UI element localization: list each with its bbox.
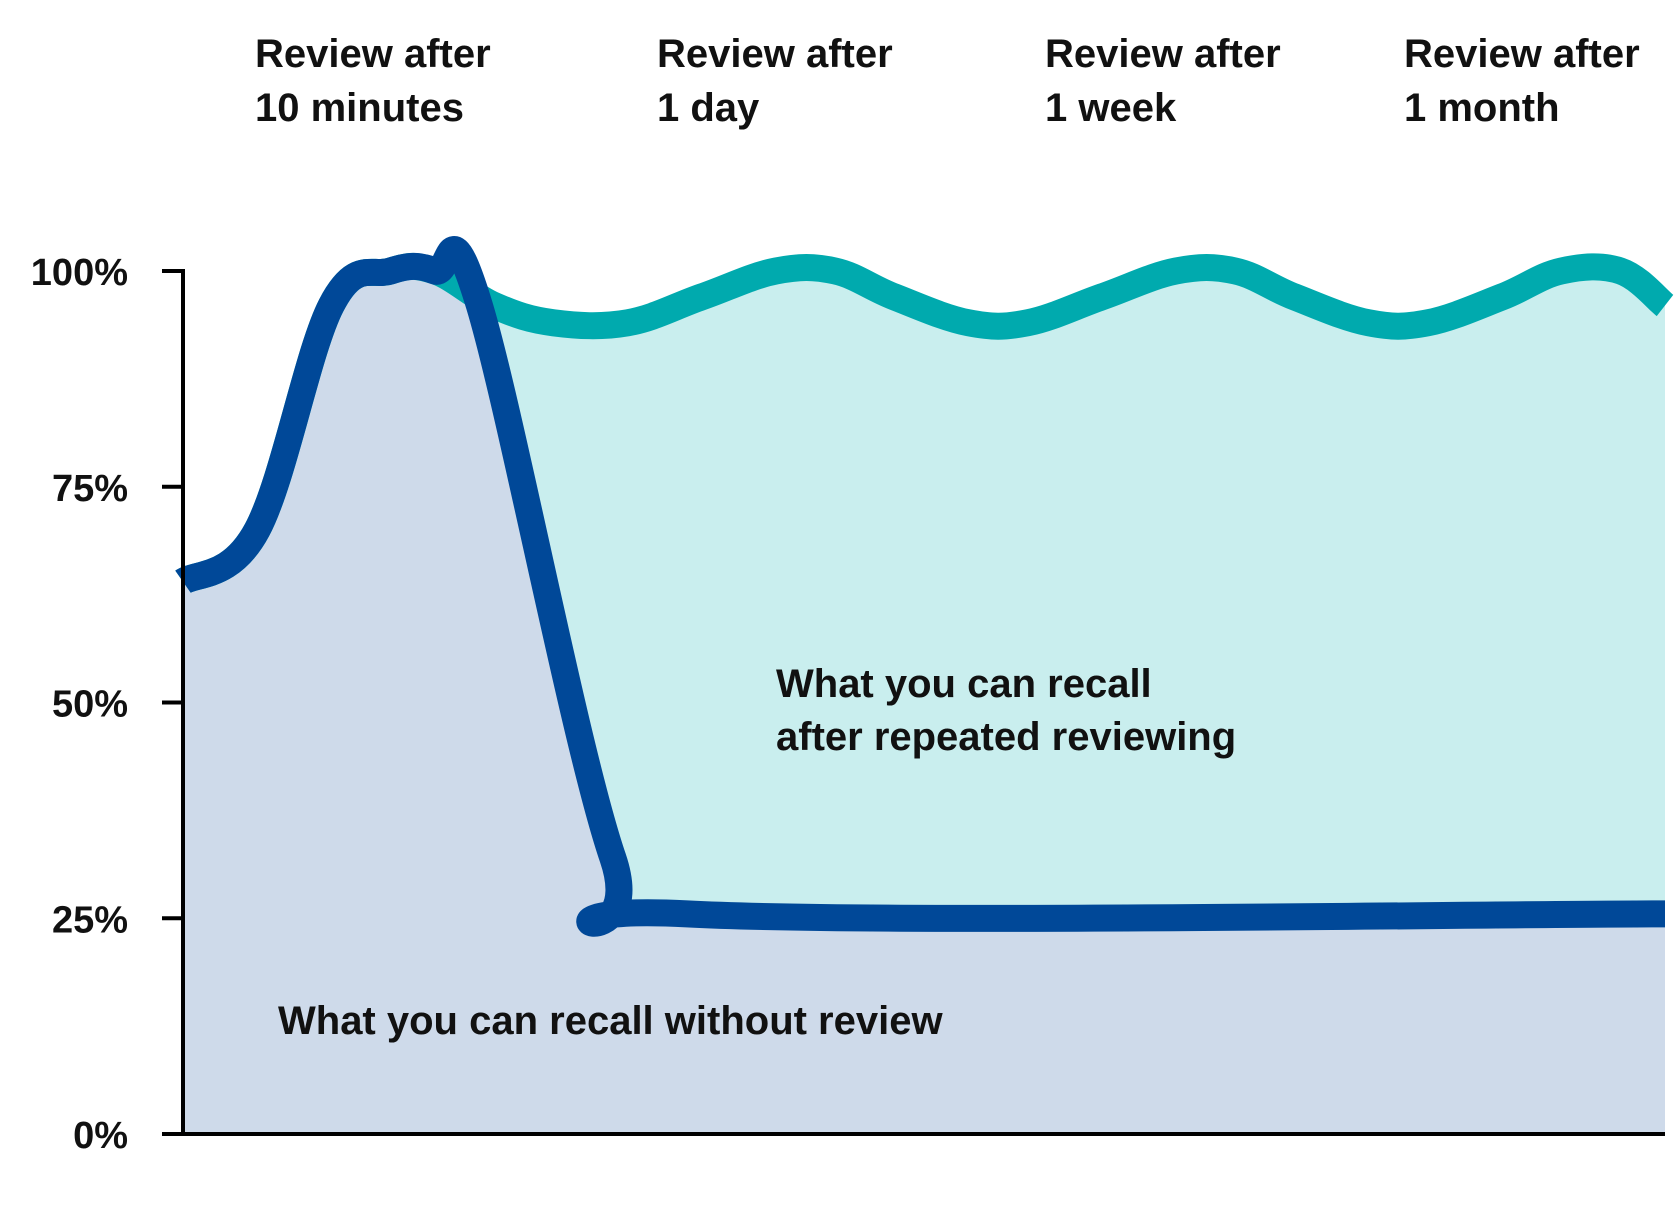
text-layer: Review after 10 minutes Review after 1 day R… bbox=[255, 32, 1640, 1043]
y-tick-label: 100% bbox=[31, 252, 128, 294]
y-tick-label: 0% bbox=[73, 1115, 128, 1157]
review-label-4-line2: 1 month bbox=[1404, 86, 1560, 130]
review-label-1-line1: Review after bbox=[255, 32, 491, 76]
review-label-2-line1: Review after bbox=[657, 32, 893, 76]
review-label-2-line2: 1 day bbox=[657, 86, 760, 130]
review-label-4-line1: Review after bbox=[1404, 32, 1640, 76]
series-1-area bbox=[183, 249, 1665, 1134]
y-tick-label: 50% bbox=[52, 684, 128, 726]
series-0-annotation-line2: after repeated reviewing bbox=[776, 715, 1236, 759]
series-1-annotation-line1: What you can recall without review bbox=[278, 999, 943, 1043]
series-1-line bbox=[175, 236, 1666, 937]
y-tick-label: 25% bbox=[52, 899, 128, 941]
line-layer bbox=[175, 236, 1674, 937]
review-label-3-line1: Review after bbox=[1045, 32, 1281, 76]
axes: 0% 25% 50% 75% 100% bbox=[31, 252, 1665, 1157]
y-tick-label: 75% bbox=[52, 468, 128, 510]
review-label-3-line2: 1 week bbox=[1045, 86, 1177, 130]
series-0-annotation-line1: What you can recall bbox=[776, 662, 1152, 706]
review-label-1-line2: 10 minutes bbox=[255, 86, 464, 130]
